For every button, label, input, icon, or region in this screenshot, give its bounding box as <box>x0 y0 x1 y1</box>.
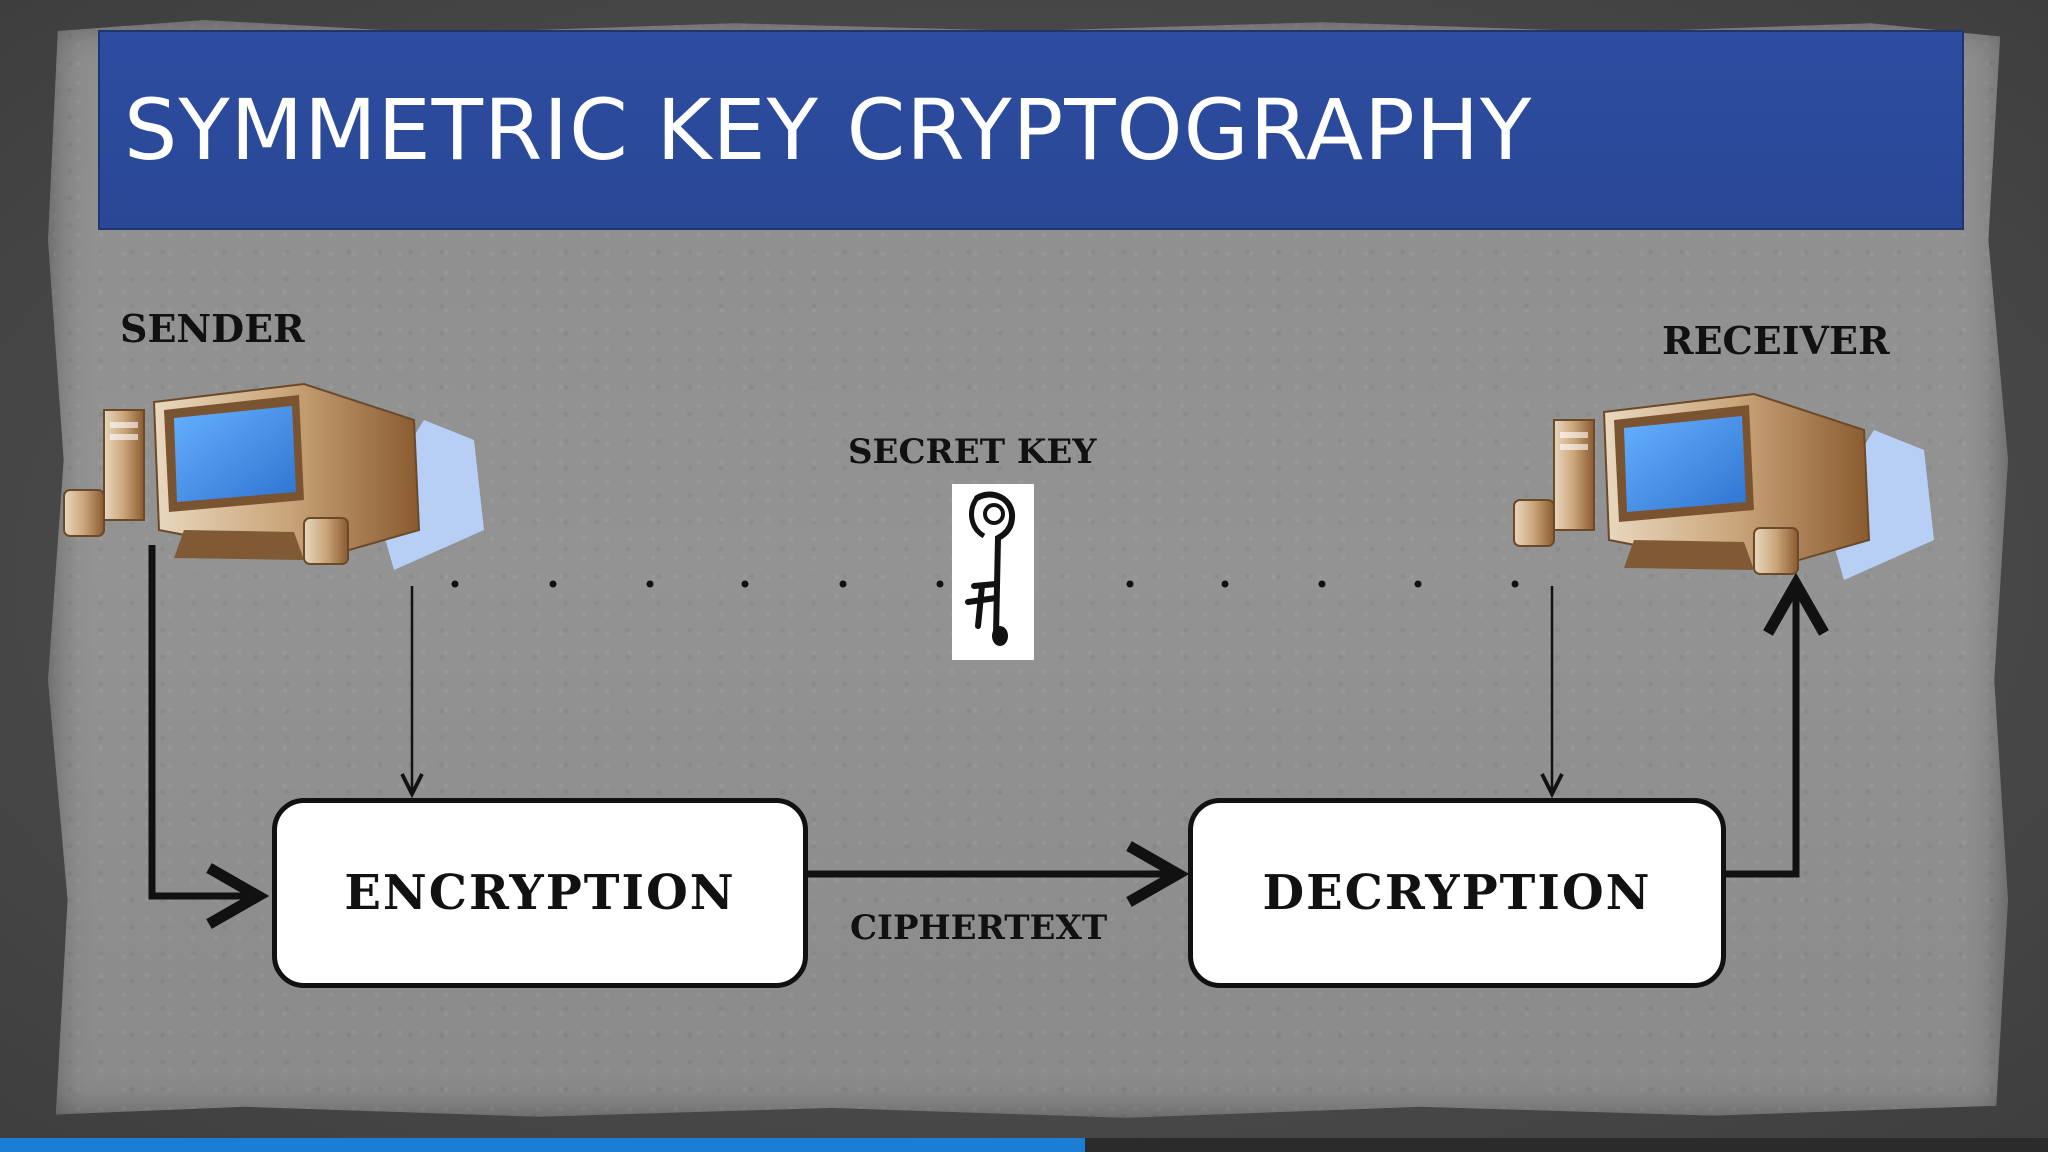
video-progress-fill <box>0 1138 1086 1152</box>
receiver-computer-icon <box>1513 392 1934 580</box>
decryption-box: DECRYPTION <box>1188 798 1726 988</box>
decryption-to-receiver-arrow <box>1726 572 1829 878</box>
receiver-label: RECEIVER <box>1662 318 1890 363</box>
video-progress-bar[interactable] <box>0 1138 2048 1152</box>
decryption-label: DECRYPTION <box>1262 865 1652 921</box>
secret-key-label: SECRET KEY <box>848 432 1097 472</box>
slide-title: SYMMETRIC KEY CRYPTOGRAPHY <box>124 81 1533 179</box>
key-dotted-line <box>451 580 1519 588</box>
encryption-box: ENCRYPTION <box>272 798 808 988</box>
sender-computer-icon <box>63 382 484 570</box>
encryption-label: ENCRYPTION <box>344 865 736 921</box>
key-icon <box>952 484 1034 660</box>
ciphertext-label: CIPHERTEXT <box>850 908 1108 948</box>
title-banner: SYMMETRIC KEY CRYPTOGRAPHY <box>98 30 1964 230</box>
sender-to-encryption-arrow <box>148 545 270 929</box>
sender-label: SENDER <box>120 306 305 351</box>
